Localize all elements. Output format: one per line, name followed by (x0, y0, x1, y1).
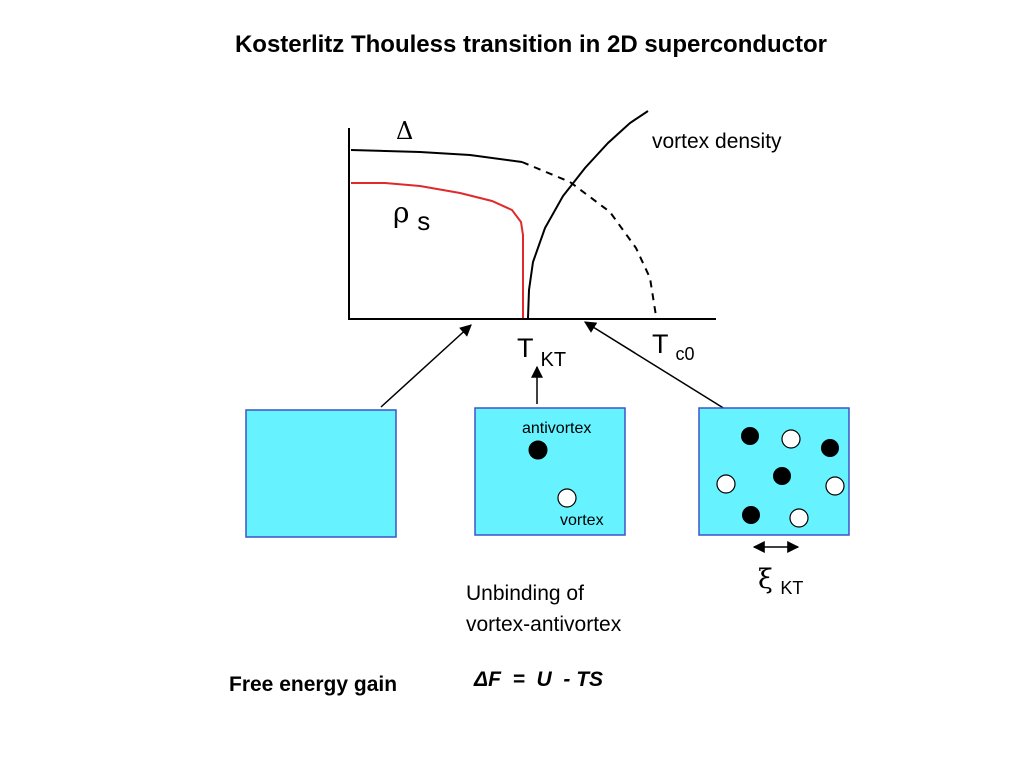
vortex-label: vortex (560, 512, 604, 529)
antivortex-dot (773, 467, 791, 485)
antivortex-dot (742, 506, 760, 524)
antivortex-dot (528, 440, 548, 460)
panel-free-vortices (698, 407, 850, 536)
page-title: Kosterlitz Thouless transition in 2D sup… (235, 31, 827, 58)
delta-curve-solid (350, 149, 523, 163)
xi-subscript: KT (780, 578, 803, 598)
arrow-left-panel (380, 324, 472, 408)
panel-bound-pair (474, 407, 626, 536)
vortex-dot (781, 429, 801, 449)
free-energy-label: Free energy gain (229, 673, 397, 696)
tc0-subscript: c0 (676, 344, 695, 364)
rho-s-label: ρ s (393, 196, 430, 236)
rho-symbol: ρ (393, 196, 409, 229)
arrow-right-panel (583, 321, 726, 410)
vortex-density-curve (527, 110, 649, 319)
panel-low-temperature (245, 409, 397, 538)
antivortex-dot (821, 439, 839, 457)
tkt-main: T (517, 333, 533, 363)
vortex-dot (789, 508, 809, 528)
rho-subscript: s (417, 206, 430, 236)
vortex-density-label: vortex density (652, 130, 782, 153)
rho-s-curve (351, 182, 524, 318)
antivortex-dot (741, 427, 759, 445)
tkt-label: T KT (517, 333, 566, 371)
tkt-subscript: KT (541, 349, 567, 371)
vortex-dot (716, 474, 736, 494)
xi-kt-label: ξ KT (758, 564, 803, 598)
xi-symbol: ξ (758, 564, 773, 595)
vortex-dot (557, 488, 577, 508)
vortex-dot (825, 476, 845, 496)
tc0-label: T c0 (652, 329, 695, 364)
unbinding-caption-line2: vortex-antivortex (466, 613, 622, 636)
delta-curve-dashed (521, 161, 657, 317)
free-energy-formula: ΔF = U - TS (473, 668, 603, 691)
delta-label: Δ (396, 117, 413, 145)
tc0-main: T (652, 329, 668, 359)
antivortex-label: antivortex (522, 420, 591, 437)
unbinding-caption-line1: Unbinding of (466, 582, 584, 605)
